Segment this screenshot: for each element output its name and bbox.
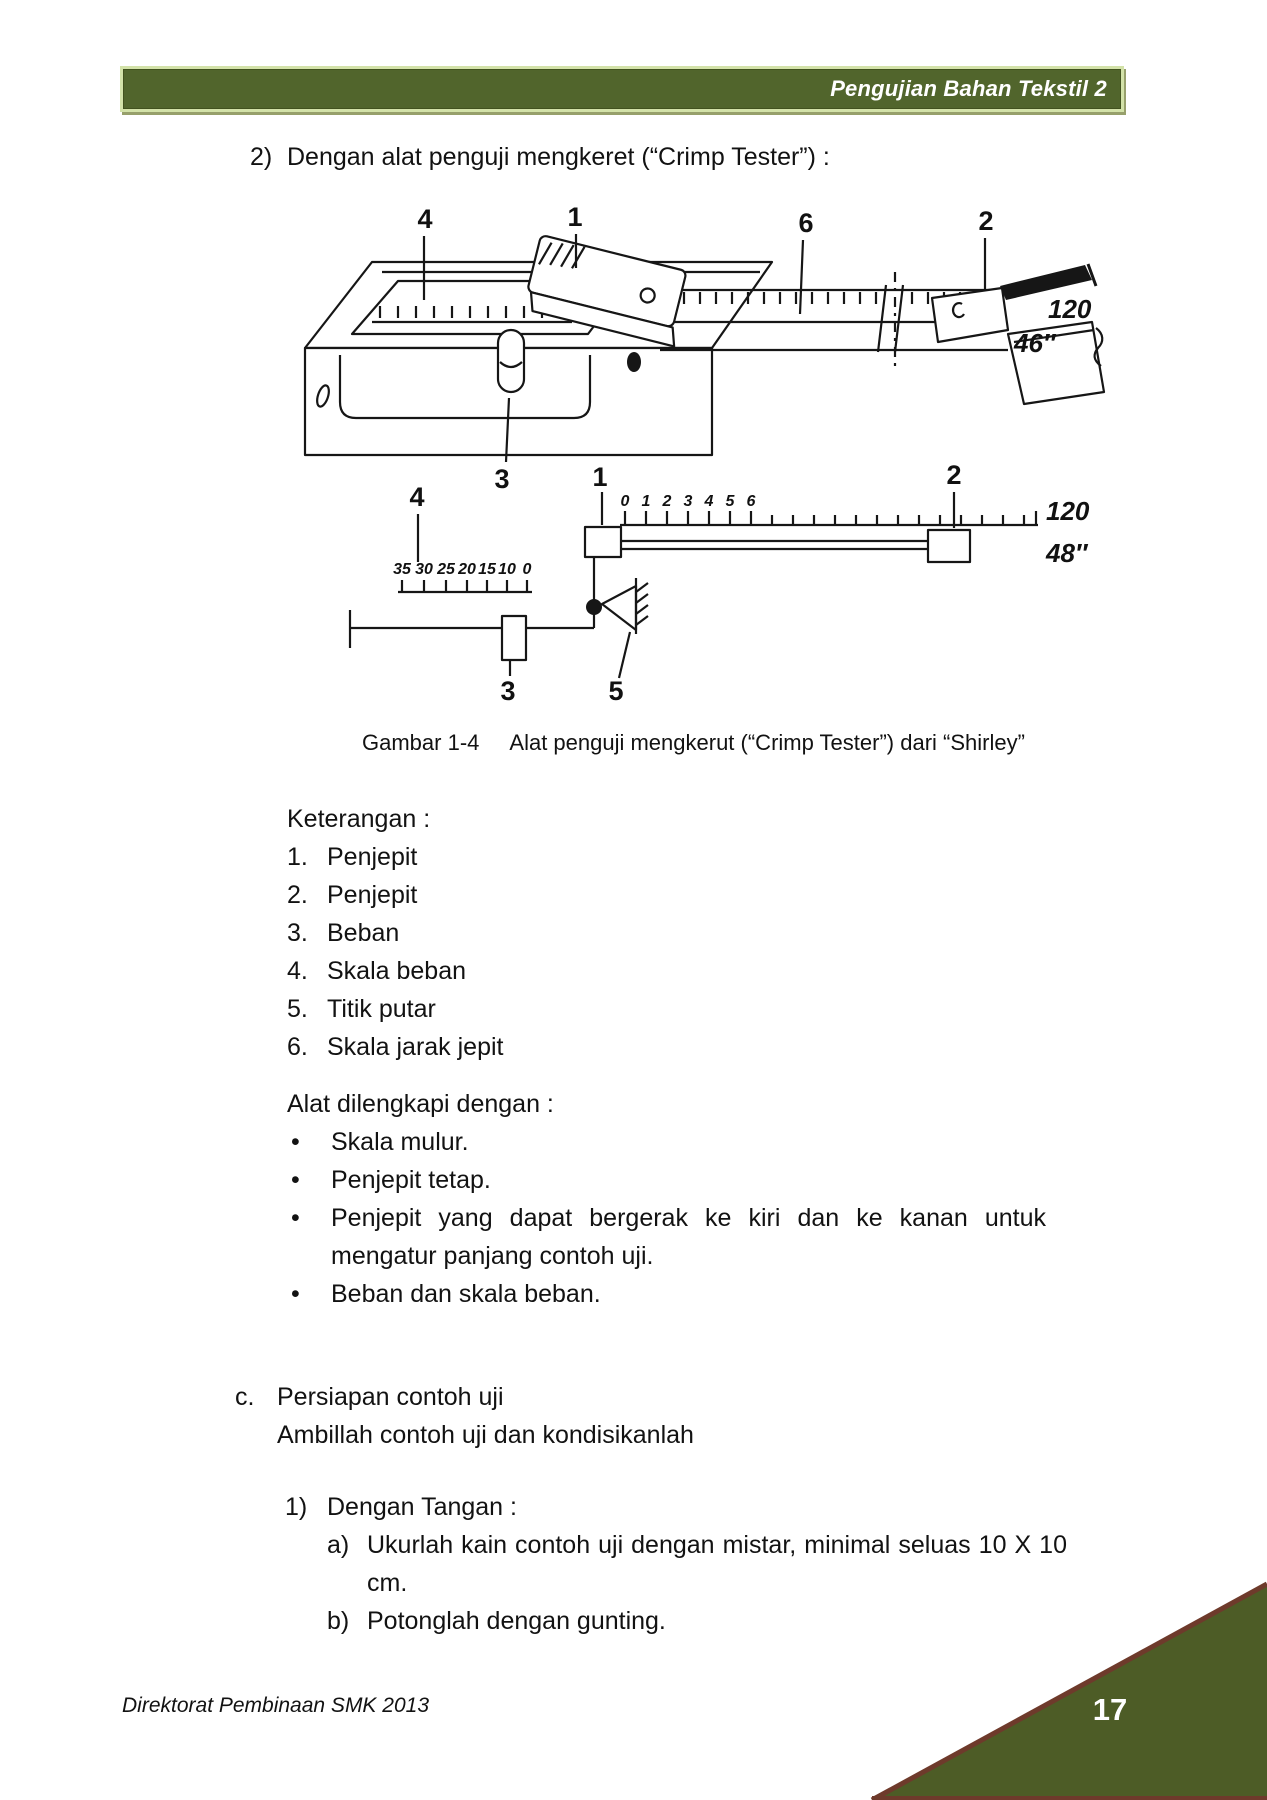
ruler-number: 3 bbox=[684, 493, 693, 510]
crimp-tester-schematic: 0 1 2 3 4 5 6 35 30 bbox=[348, 460, 1090, 706]
sub-item-a-text: Ukurlah kain contoh uji dengan mistar, m… bbox=[367, 1531, 1067, 1597]
equipment-block: Alat dilengkapi dengan : • Skala mulur. … bbox=[287, 1085, 1046, 1313]
figure-caption-label: Gambar 1-4 bbox=[362, 730, 480, 755]
item-label: Skala beban bbox=[327, 957, 467, 985]
item-number: 5. bbox=[287, 995, 308, 1023]
bullet-icon: • bbox=[291, 1204, 300, 1232]
figure-bottom-end-length: 120 bbox=[1046, 496, 1090, 526]
figure-bottom-callout-3: 3 bbox=[500, 676, 515, 706]
figure-top-end-inches: 46″ bbox=[1013, 328, 1057, 358]
ruler-number: 6 bbox=[747, 493, 756, 510]
crimp-tester-top-view: 4 1 6 2 3 120 46″ bbox=[303, 202, 1106, 494]
item-label: Beban bbox=[327, 919, 400, 947]
page-number: 17 bbox=[1093, 1692, 1127, 1727]
ruler-number: 5 bbox=[726, 493, 736, 510]
ruler-number: 4 bbox=[704, 493, 714, 510]
figure-bottom-callout-4: 4 bbox=[409, 482, 424, 512]
section-c-subtitle: Ambillah contoh uji dan kondisikanlah bbox=[277, 1421, 694, 1449]
list-item: 1. Penjepit bbox=[287, 838, 503, 876]
figure-top-callout-6: 6 bbox=[798, 208, 813, 238]
sub-item-1-title: Dengan Tangan : bbox=[327, 1493, 517, 1521]
sub-item-b: b) Potonglah dengan gunting. bbox=[327, 1602, 666, 1640]
figure-bottom-end-inches: 48″ bbox=[1045, 538, 1089, 568]
ruler-number: 2 bbox=[662, 493, 672, 510]
load-scale-number: 15 bbox=[478, 561, 497, 578]
list-item: 3. Beban bbox=[287, 914, 503, 952]
keterangan-title: Keterangan : bbox=[287, 805, 431, 833]
figure-top-callout-3: 3 bbox=[494, 464, 509, 494]
section-c-title: Persiapan contoh uji bbox=[277, 1383, 504, 1411]
ruler-number: 0 bbox=[621, 493, 630, 510]
sub-item-a: a) Ukurlah kain contoh uji dengan mistar… bbox=[327, 1526, 1067, 1602]
footer-credit: Direktorat Pembinaan SMK 2013 bbox=[122, 1694, 429, 1717]
figure-top-callout-1: 1 bbox=[567, 202, 582, 232]
load-scale-number: 0 bbox=[523, 561, 532, 578]
section-c-heading: c. Persiapan contoh uji bbox=[235, 1378, 504, 1416]
heading-number: 2) bbox=[250, 143, 273, 171]
sub-item-b-text: Potonglah dengan gunting. bbox=[367, 1607, 666, 1635]
bullet-text: Skala mulur. bbox=[331, 1128, 469, 1156]
section-heading: 2) Dengan alat penguji mengkeret (“Crimp… bbox=[250, 138, 830, 176]
item-number: 3. bbox=[287, 919, 308, 947]
bullet-text: Beban dan skala beban. bbox=[331, 1280, 601, 1308]
bullet-icon: • bbox=[291, 1166, 300, 1194]
header-bar: Pengujian Bahan Tekstil 2 bbox=[120, 66, 1124, 112]
bullet-item: • Penjepit yang dapat bergerak ke kiri d… bbox=[287, 1199, 1046, 1275]
sub-item-b-label: b) bbox=[327, 1607, 350, 1635]
list-item: 4. Skala beban bbox=[287, 952, 503, 990]
load-scale-number: 30 bbox=[415, 561, 433, 578]
item-number: 1. bbox=[287, 843, 308, 871]
load-scale-number: 10 bbox=[498, 561, 516, 578]
figure-bottom-callout-5: 5 bbox=[608, 676, 623, 706]
load-scale-number: 35 bbox=[393, 561, 412, 578]
bullet-icon: • bbox=[291, 1280, 300, 1308]
keterangan-block: Keterangan : 1. Penjepit 2. Penjepit 3. … bbox=[287, 800, 503, 1066]
figure-caption-text: Alat penguji mengkerut (“Crimp Tester”) … bbox=[509, 730, 1025, 755]
header-title: Pengujian Bahan Tekstil 2 bbox=[830, 76, 1107, 101]
bullet-text: Penjepit yang dapat bergerak ke kiri dan… bbox=[331, 1204, 1046, 1270]
figure-bottom-callout-2: 2 bbox=[946, 460, 961, 490]
bullet-icon: • bbox=[291, 1128, 300, 1156]
figure-top-end-length: 120 bbox=[1048, 294, 1092, 324]
ruler-number: 1 bbox=[642, 493, 651, 510]
bullet-item: • Beban dan skala beban. bbox=[287, 1275, 1046, 1313]
sub-item-a-label: a) bbox=[327, 1531, 350, 1559]
load-scale-number: 25 bbox=[436, 561, 456, 578]
section-c-label: c. bbox=[235, 1383, 255, 1411]
item-label: Penjepit bbox=[327, 843, 418, 871]
sub-item-1: 1) Dengan Tangan : bbox=[285, 1488, 517, 1526]
list-item: 5. Titik putar bbox=[287, 990, 503, 1028]
figure-top-callout-2: 2 bbox=[978, 206, 993, 236]
list-item: 6. Skala jarak jepit bbox=[287, 1028, 503, 1066]
bullet-text: Penjepit tetap. bbox=[331, 1166, 491, 1194]
item-label: Titik putar bbox=[327, 995, 436, 1023]
heading-text: Dengan alat penguji mengkeret (“Crimp Te… bbox=[287, 143, 830, 171]
bullet-item: • Penjepit tetap. bbox=[287, 1161, 1046, 1199]
section-c-line2: Ambillah contoh uji dan kondisikanlah bbox=[277, 1416, 694, 1454]
list-item: 2. Penjepit bbox=[287, 876, 503, 914]
item-label: Skala jarak jepit bbox=[327, 1033, 504, 1061]
sub-item-1-label: 1) bbox=[285, 1493, 308, 1521]
load-scale-number: 20 bbox=[457, 561, 476, 578]
item-number: 4. bbox=[287, 957, 308, 985]
item-number: 6. bbox=[287, 1033, 308, 1061]
item-number: 2. bbox=[287, 881, 308, 909]
equipment-title: Alat dilengkapi dengan : bbox=[287, 1090, 554, 1118]
figure-caption: Gambar 1-4 Alat penguji mengkerut (“Crim… bbox=[362, 728, 1025, 758]
bullet-item: • Skala mulur. bbox=[287, 1123, 1046, 1161]
crimp-tester-figure: 4 1 6 2 3 120 46″ 0 1 2 3 4 5 6 bbox=[303, 202, 1106, 706]
figure-top-callout-4: 4 bbox=[417, 204, 432, 234]
figure-bottom-callout-1: 1 bbox=[592, 462, 607, 492]
item-label: Penjepit bbox=[327, 881, 418, 909]
